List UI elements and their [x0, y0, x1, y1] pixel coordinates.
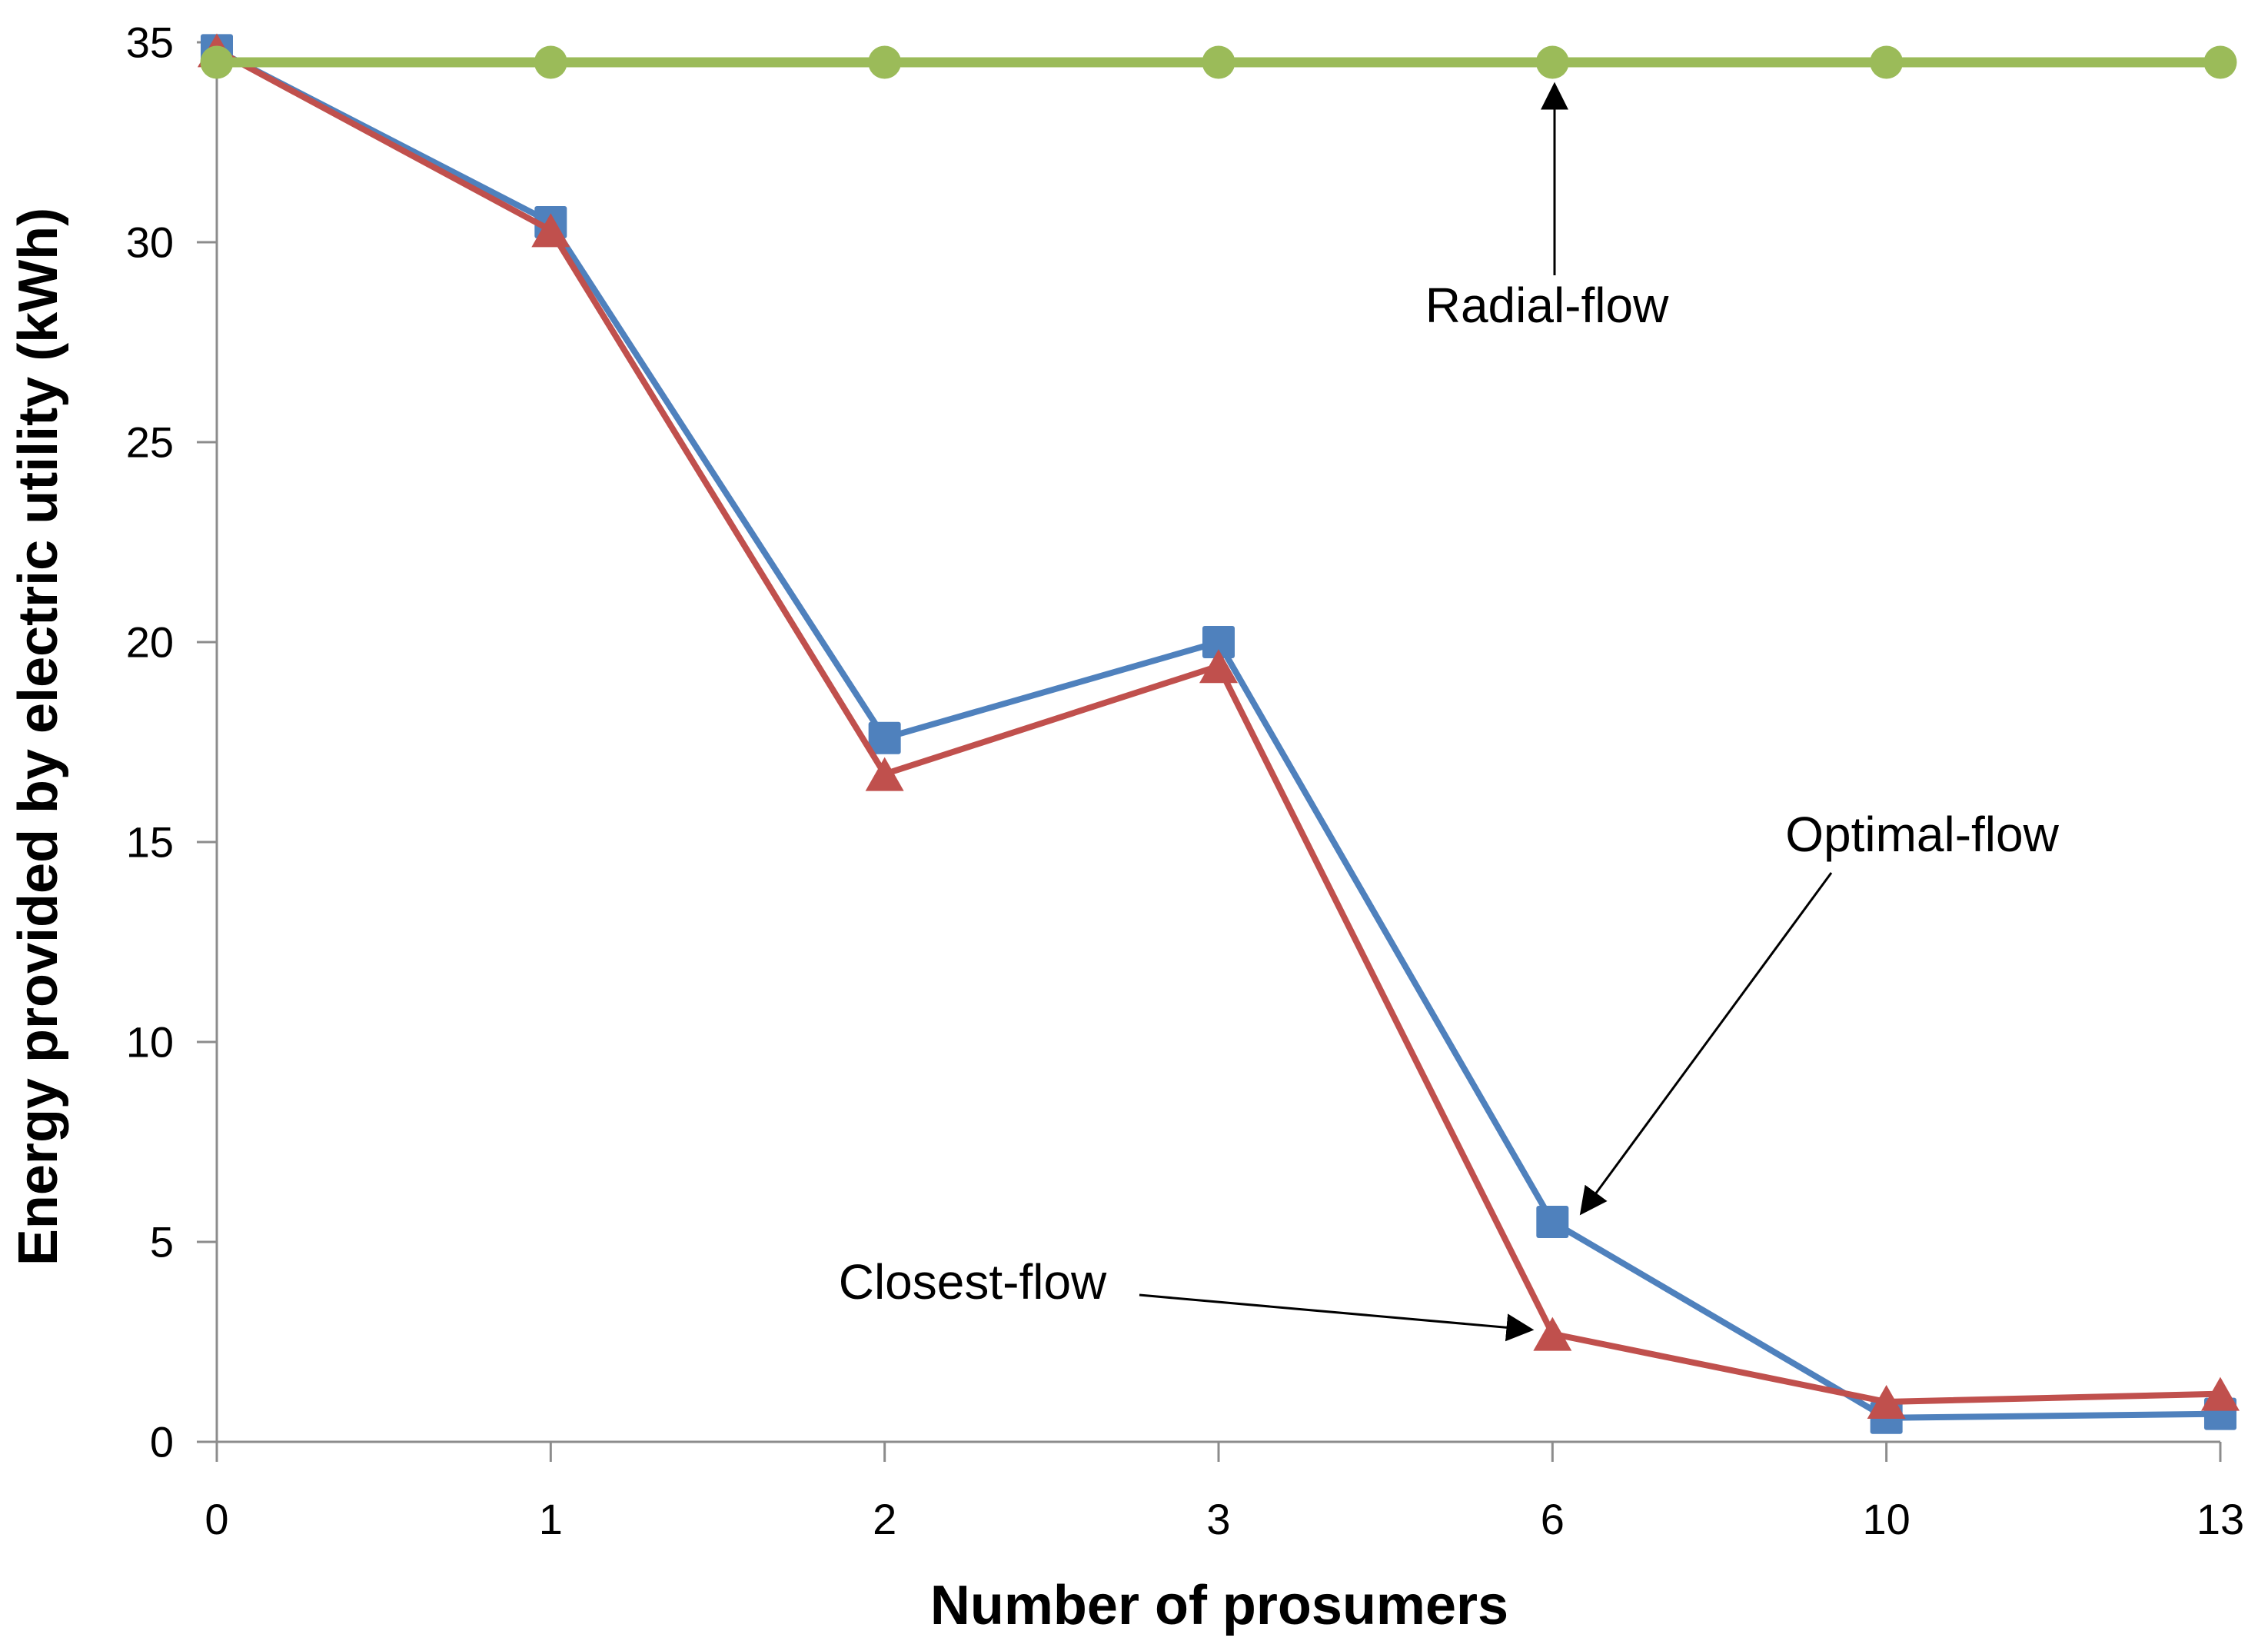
y-tick-label: 10	[126, 1018, 174, 1067]
annotation-arrow-closest-flow	[1139, 1293, 1535, 1342]
annotation-label-radial-flow: Radial-flow	[1425, 278, 1669, 333]
triangle-marker	[1867, 1385, 1906, 1419]
circle-marker	[534, 45, 567, 79]
x-tick-label: 2	[873, 1495, 896, 1543]
circle-marker	[200, 45, 234, 79]
circle-marker	[2203, 45, 2237, 79]
y-tick-label: 15	[126, 818, 174, 867]
y-tick-label: 35	[126, 18, 174, 67]
square-marker	[1202, 626, 1235, 658]
series-group	[198, 33, 2240, 1434]
square-marker	[1536, 1206, 1569, 1238]
y-tick-label: 30	[126, 218, 174, 267]
circle-marker	[1202, 45, 1235, 79]
y-axis-title: Energy provided by electric utility (kWh…	[8, 208, 69, 1266]
x-tick-label: 1	[539, 1495, 563, 1543]
annotation-arrow-optimal-flow	[1579, 872, 1833, 1216]
circle-marker	[1535, 45, 1569, 79]
x-axis-title: Number of prosumers	[930, 1575, 1508, 1636]
x-tick-label: 0	[205, 1495, 228, 1543]
annotation-label-closest-flow: Closest-flow	[839, 1254, 1107, 1310]
annotation-label-optimal-flow: Optimal-flow	[1785, 807, 2059, 862]
triangle-marker	[2200, 1376, 2240, 1411]
x-tick-label: 6	[1541, 1495, 1565, 1543]
y-tick-label: 5	[150, 1218, 174, 1267]
x-tick-label: 3	[1206, 1495, 1230, 1543]
y-tick-label: 0	[150, 1418, 174, 1466]
y-tick-label: 20	[126, 618, 174, 667]
axes: 0 5 10 15 20 25 30 35 0 1 2 3 6 10 13	[126, 18, 2244, 1544]
y-tick-label: 25	[126, 418, 174, 467]
circle-marker	[1870, 45, 1904, 79]
triangle-marker	[1199, 649, 1238, 684]
series-radial-flow	[200, 45, 2237, 79]
triangle-marker	[1533, 1316, 1572, 1351]
triangle-marker	[531, 213, 570, 248]
series-closest-flow	[198, 33, 2240, 1419]
series-optimal-flow	[201, 34, 2236, 1434]
series-line-optimal-flow	[214, 47, 2223, 1421]
x-tick-label: 10	[1863, 1495, 1911, 1543]
triangle-marker	[865, 757, 904, 791]
circle-marker	[868, 45, 902, 79]
series-line-closest-flow	[214, 47, 2223, 1405]
x-tick-label: 13	[2197, 1495, 2244, 1543]
square-marker	[868, 721, 901, 754]
